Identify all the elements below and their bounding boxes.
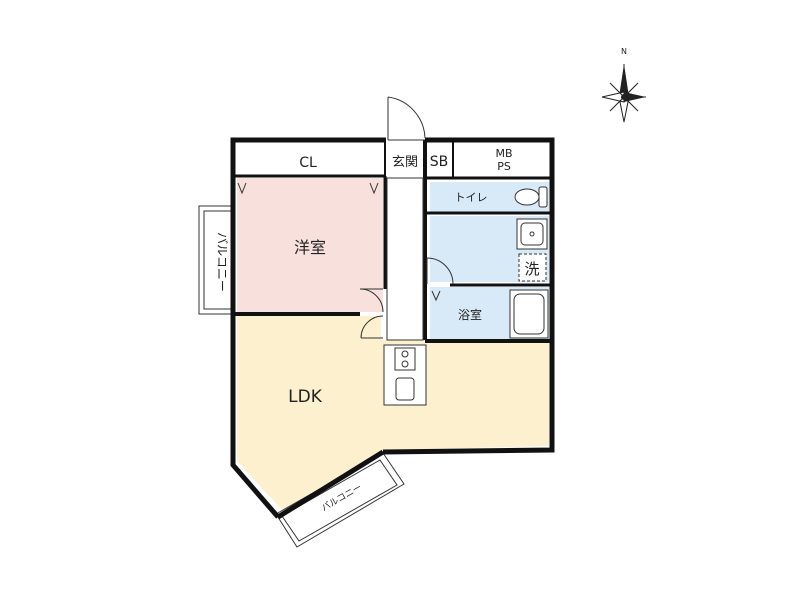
entrance-door — [387, 96, 426, 141]
compass-north-label: N — [621, 47, 627, 56]
toilet-label: トイレ — [455, 191, 488, 204]
compass-rose-icon — [601, 64, 646, 123]
washroom-door — [426, 257, 454, 285]
washbasin-icon — [516, 218, 548, 250]
inner-walls — [233, 140, 552, 343]
ps-label: PS — [497, 160, 511, 173]
toilet-icon — [514, 186, 548, 208]
bathtub-icon — [509, 289, 549, 339]
shoe-box-label: SB — [430, 154, 449, 170]
western-room-fill — [237, 178, 383, 312]
west-balcony-label: バルコニー — [215, 232, 229, 292]
mb-label: MB — [495, 147, 512, 160]
bath-label: 浴室 — [458, 307, 482, 322]
compass: N — [601, 47, 646, 123]
closet-label: CL — [299, 155, 317, 171]
ldk-fill — [237, 316, 549, 511]
west-balcony — [198, 205, 234, 315]
washer-label: 洗 — [524, 260, 539, 278]
ldk-label: LDK — [288, 387, 323, 407]
western-room-door — [359, 288, 384, 313]
bath-door-mark — [431, 290, 441, 302]
washing-machine-space — [518, 253, 547, 282]
corridor — [386, 177, 424, 341]
outer-walls — [230, 137, 555, 520]
western-room-label: 洋室 — [294, 238, 326, 257]
entrance-label: 玄関 — [392, 155, 418, 170]
kitchen-counter — [383, 344, 427, 406]
closet-door-marks — [237, 182, 379, 195]
ldk-door — [360, 315, 384, 339]
